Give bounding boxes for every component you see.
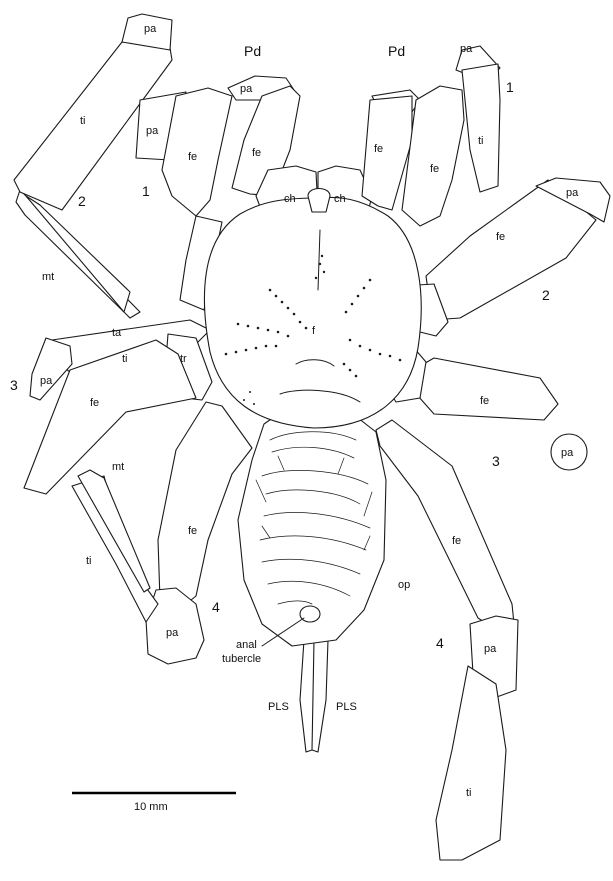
label-operculum: op <box>398 579 410 591</box>
label-left-leg2-patella: pa <box>144 23 157 35</box>
label-left-pedipalp-patella: pa <box>240 83 253 95</box>
right-leg-1 <box>402 46 500 226</box>
label-left-leg1-femur: fe <box>188 151 197 163</box>
label-left-leg3-trochanter: tr <box>180 353 187 365</box>
label-left-leg4-tibia: ti <box>86 555 92 567</box>
left-leg4-femur <box>158 402 252 612</box>
label-anal-tubercle-1: anal <box>236 639 257 651</box>
right-leg4-femur <box>376 420 514 630</box>
label-left-leg3-tibia: ti <box>122 353 128 365</box>
label-spinneret-right: PLS <box>336 701 357 713</box>
scale-bar-label: 10 mm <box>134 801 168 813</box>
label-left-leg3-femur: fe <box>90 397 99 409</box>
label-right-leg3-number: 3 <box>492 453 500 469</box>
label-right-leg4-femur: fe <box>452 535 461 547</box>
label-right-leg4-patella: pa <box>484 643 497 655</box>
label-right-leg4-number: 4 <box>436 635 444 651</box>
right-leg4-tibia <box>436 666 506 860</box>
anal-tubercle <box>300 606 320 622</box>
label-left-leg4-number: 4 <box>212 599 220 615</box>
right-leg-4 <box>376 420 518 860</box>
carapace <box>204 189 421 429</box>
left-leg4-metatarsus <box>78 470 150 592</box>
abdomen <box>238 396 386 752</box>
label-right-leg1-tibia: ti <box>478 135 484 147</box>
label-anal-tubercle-2: tubercle <box>222 653 261 665</box>
ocular-tubercle <box>308 189 330 213</box>
label-spinneret-left: PLS <box>268 701 289 713</box>
left-leg2-metatarsus <box>26 196 130 312</box>
right-leg3-femur <box>418 358 558 420</box>
label-right-leg2-femur: fe <box>496 231 505 243</box>
label-right-leg2-number: 2 <box>542 287 550 303</box>
spinneret-right <box>312 640 328 752</box>
label-right-leg1-number: 1 <box>506 79 514 95</box>
label-left-leg2-tarsus: ta <box>112 327 122 339</box>
label-right-leg4-tibia: ti <box>466 787 472 799</box>
label-left-pedipalp: Pd <box>244 43 261 59</box>
label-left-leg1-patella: pa <box>146 125 159 137</box>
label-right-pedipalp-femur: fe <box>374 143 383 155</box>
label-left-leg2-metatarsus: mt <box>42 271 54 283</box>
label-left-leg4-femur: fe <box>188 525 197 537</box>
label-left-leg3-patella: pa <box>40 375 53 387</box>
left-leg-4 <box>72 402 252 664</box>
label-right-chelicera: ch <box>334 193 346 205</box>
label-left-leg3-number: 3 <box>10 377 18 393</box>
right-leg1-tibia <box>462 64 500 192</box>
label-left-leg4-patella: pa <box>166 627 179 639</box>
label-right-leg2-patella: pa <box>566 187 579 199</box>
label-left-chelicera: ch <box>284 193 296 205</box>
carapace-outline <box>204 197 421 428</box>
label-right-leg1-patella: pa <box>460 43 473 55</box>
label-right-leg3-femur: fe <box>480 395 489 407</box>
label-left-leg1-number: 1 <box>142 183 150 199</box>
label-right-leg3-patella: pa <box>561 447 574 459</box>
label-left-pedipalp-femur: fe <box>252 147 261 159</box>
scale-bar: 10 mm <box>72 793 236 813</box>
label-left-leg2-number: 2 <box>78 193 86 209</box>
left-leg-2 <box>14 14 172 318</box>
label-left-leg4-metatarsus: mt <box>112 461 124 473</box>
label-right-leg1-femur: fe <box>430 163 439 175</box>
label-right-pedipalp: Pd <box>388 43 405 59</box>
label-left-leg2-tibia: ti <box>80 115 86 127</box>
left-leg4-tibia <box>72 476 158 622</box>
